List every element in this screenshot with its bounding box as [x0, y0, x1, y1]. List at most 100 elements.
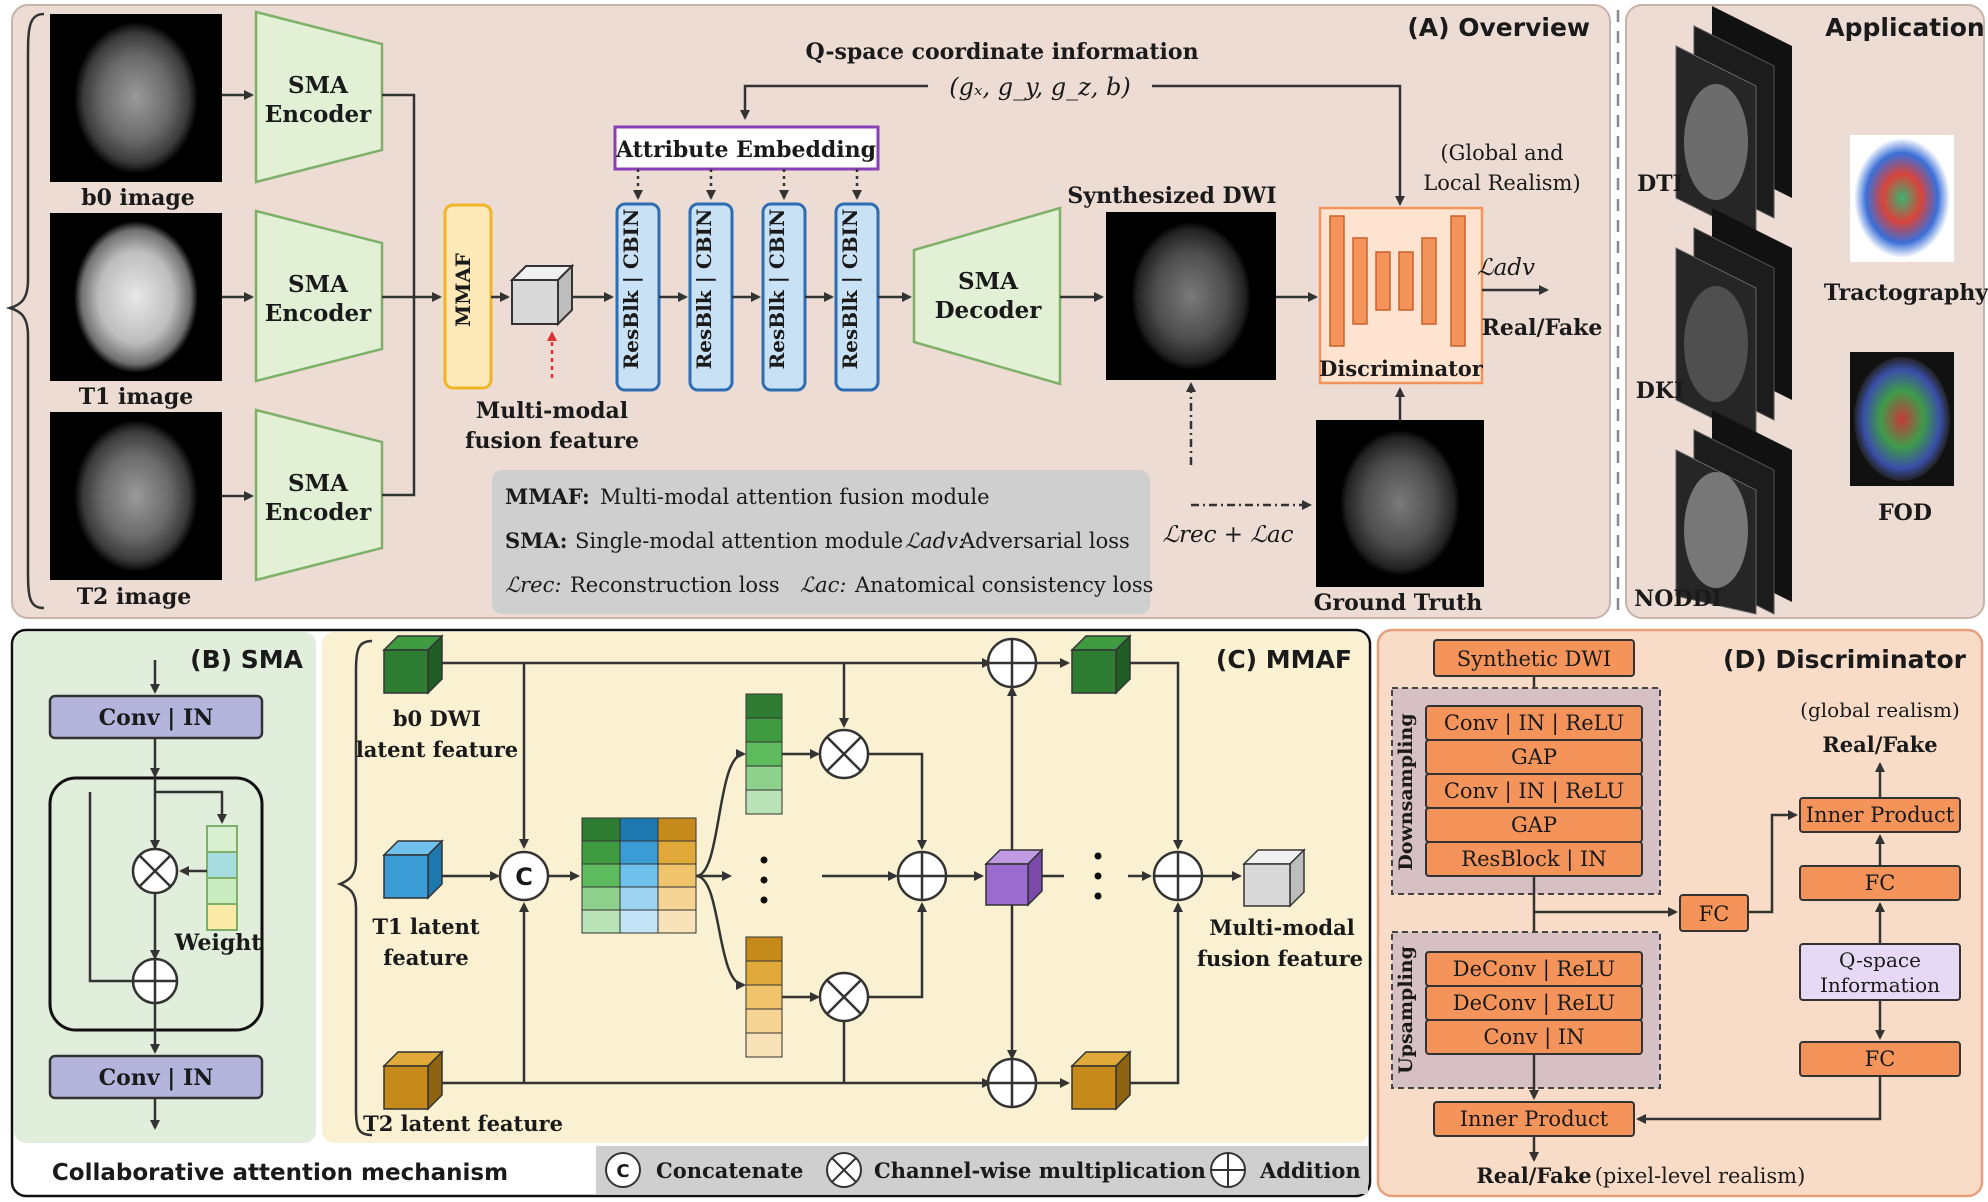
fusion-caption-1: Multi-modal: [476, 398, 628, 424]
svg-text:Encoder: Encoder: [265, 499, 372, 526]
svg-text:DeConv | ReLU: DeConv | ReLU: [1453, 991, 1616, 1016]
svg-text:Conv | IN | ReLU: Conv | IN | ReLU: [1444, 711, 1624, 736]
svg-text:MMAF:: MMAF:: [505, 484, 590, 509]
b0-latent-label-2: latent feature: [356, 737, 518, 762]
sma-multiply-node: [131, 847, 179, 895]
svg-text:ResBlk | CBIN: ResBlk | CBIN: [619, 209, 643, 370]
svg-text:Anatomical consistency loss: Anatomical consistency loss: [854, 573, 1153, 597]
tractography-image: [1850, 135, 1954, 262]
b0-output-cube: [1070, 634, 1132, 695]
fod-image: [1850, 352, 1954, 486]
synthetic-dwi-box: Synthetic DWI: [1433, 639, 1635, 677]
panel-a-background: [11, 4, 1611, 619]
sma-encoder-3: SMA Encoder: [254, 408, 384, 582]
realism-label-2: Local Realism): [1423, 171, 1580, 195]
inner-product-top: Inner Product: [1799, 797, 1961, 833]
svg-text:SMA: SMA: [288, 72, 349, 99]
dki-stack: [1675, 208, 1792, 441]
concat-feature-grid: [581, 817, 697, 934]
svg-text:Conv | IN: Conv | IN: [99, 1065, 214, 1091]
panel-a-title: (A) Overview: [1407, 13, 1590, 42]
svg-text:Attribute Embedding: Attribute Embedding: [615, 137, 876, 163]
fc-top-box: FC: [1799, 865, 1961, 901]
resblk-cbin-1: ResBlk | CBIN: [615, 202, 661, 392]
tractography-label: Tractography: [1824, 280, 1988, 306]
mmaf-block: MMAF: [443, 203, 493, 390]
dti-stack: [1675, 6, 1792, 239]
ellipsis-dots-2: [1094, 852, 1102, 900]
concat-legend-symbol: C: [605, 1152, 641, 1188]
svg-text:Multi-modal attention fusion m: Multi-modal attention fusion module: [600, 485, 990, 509]
sma-add-node: [131, 957, 179, 1005]
multiply-node-bottom: [818, 971, 870, 1023]
pixel-realism-label: (pixel-level realism): [1595, 1164, 1806, 1188]
qspace-label: Q-space coordinate information: [805, 39, 1198, 65]
svg-text:Single-modal attention module: Single-modal attention module: [575, 529, 903, 553]
inner-product-bottom: Inner Product: [1433, 1101, 1635, 1137]
svg-text:FC: FC: [1865, 1047, 1896, 1071]
panel-overview: (A) Overview b0 image T1 image T2 image …: [5, 4, 1620, 619]
add-legend-symbol: [1210, 1152, 1246, 1188]
attribute-embedding-box: Attribute Embedding: [613, 125, 880, 171]
multiply-legend-symbol: [826, 1152, 862, 1188]
svg-text:ResBlk | CBIN: ResBlk | CBIN: [838, 209, 862, 370]
fc-mid-box: FC: [1679, 894, 1749, 932]
b0-latent-label-1: b0 DWI: [393, 706, 481, 731]
b0-attention-vector: [745, 693, 783, 815]
svg-text:Inner Product: Inner Product: [1460, 1107, 1609, 1131]
t2-latent-label: T2 latent feature: [363, 1111, 563, 1136]
svg-text:SMA: SMA: [958, 268, 1019, 295]
resblk-cbin-2: ResBlk | CBIN: [688, 202, 734, 392]
svg-text:MMAF: MMAF: [451, 253, 475, 327]
qspace-coords: (gₓ, g_y, g_z, b): [949, 73, 1131, 101]
ground-truth-label: Ground Truth: [1314, 590, 1483, 616]
svg-text:Decoder: Decoder: [935, 297, 1043, 324]
t2-latent-cube: [382, 1050, 444, 1111]
panel-application: Application DTI DKI NODDI Tractography: [1625, 4, 1988, 619]
fusion-caption-2: fusion feature: [465, 428, 639, 454]
t1-latent-cube: [382, 839, 444, 900]
resblk-cbin-4: ResBlk | CBIN: [834, 202, 880, 392]
panel-c-title: (C) MMAF: [1216, 645, 1352, 674]
svg-text:Conv | IN: Conv | IN: [1483, 1025, 1584, 1050]
add-node-bottom: [986, 1057, 1038, 1109]
mmaf-output-cube: [1242, 848, 1306, 908]
svg-text:Conv | IN: Conv | IN: [99, 705, 214, 731]
svg-text:Adversarial loss: Adversarial loss: [959, 529, 1130, 553]
b0-latent-cube: [382, 634, 444, 695]
synthesized-dwi-label: Synthesized DWI: [1067, 183, 1276, 209]
up-layers: DeConv | ReLU DeConv | ReLU Conv | IN: [1425, 951, 1643, 1055]
multiply-node-top: [818, 728, 870, 780]
sma-encoder-1: SMA Encoder: [254, 10, 384, 184]
svg-text:Information: Information: [1820, 973, 1940, 997]
svg-text:Discriminator: Discriminator: [1319, 356, 1484, 381]
noddi-label: NODDI: [1634, 586, 1722, 612]
dti-label: DTI: [1637, 171, 1683, 197]
svg-text:Q-space: Q-space: [1839, 948, 1921, 972]
application-title: Application: [1825, 13, 1984, 42]
fod-label: FOD: [1878, 500, 1932, 526]
sma-conv-in-bottom: Conv | IN: [48, 1054, 264, 1100]
ground-truth-image: [1316, 420, 1484, 587]
global-realism-label: (global realism): [1800, 698, 1960, 722]
svg-text:SMA:: SMA:: [505, 528, 567, 553]
dki-label: DKI: [1636, 378, 1685, 404]
fusion-feature-cube: [509, 263, 575, 327]
sma-conv-in-top: Conv | IN: [48, 694, 264, 740]
panel-discriminator: (D) Discriminator Synthetic DWI Downsamp…: [1376, 628, 1984, 1198]
multiply-legend-label: Channel-wise multiplication: [874, 1158, 1206, 1183]
svg-text:ResBlk | CBIN: ResBlk | CBIN: [765, 209, 789, 370]
overview-legend: MMAF: Multi-modal attention fusion modul…: [492, 470, 1153, 614]
svg-text:SMA: SMA: [288, 271, 349, 298]
mmaf-output-label-2: fusion feature: [1197, 946, 1363, 971]
sma-weight-vector: [206, 825, 238, 931]
fused-attention-cube: [984, 848, 1044, 907]
t2-caption: T2 image: [77, 584, 192, 610]
discriminator-block: Discriminator: [1318, 206, 1484, 385]
input-image-t2: [50, 412, 222, 580]
input-image-t1: [50, 213, 222, 381]
concat-node: C: [498, 850, 550, 902]
overview-real-fake: Real/Fake: [1482, 315, 1603, 341]
svg-text:Reconstruction loss: Reconstruction loss: [570, 573, 780, 597]
